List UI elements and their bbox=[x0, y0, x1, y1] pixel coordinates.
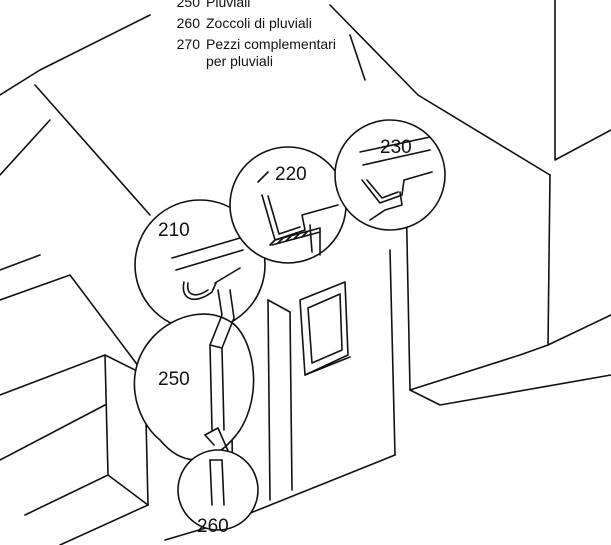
downpipe-region bbox=[133, 289, 255, 461]
legend-item-260: 260 Zoccoli di pluviali bbox=[172, 15, 336, 32]
window bbox=[299, 281, 351, 376]
legend-item-250: 250 Pluviali bbox=[172, 0, 336, 11]
callout-210: 210 bbox=[158, 220, 190, 241]
callout-220: 220 bbox=[275, 164, 307, 185]
callout-230: 230 bbox=[380, 137, 412, 158]
legend-text: Pezzi complementari per pluviali bbox=[206, 36, 336, 69]
callout-250: 250 bbox=[158, 369, 190, 390]
detail-circle-260 bbox=[177, 449, 259, 531]
legend-code: 270 bbox=[176, 36, 200, 52]
legend-item-270: 270 Pezzi complementari per pluviali bbox=[172, 36, 336, 70]
detail-circle-210 bbox=[134, 199, 266, 331]
legend-text: Zoccoli di pluviali bbox=[206, 15, 312, 31]
lower-left-structure bbox=[0, 274, 149, 545]
detail-circle-230 bbox=[334, 119, 446, 231]
legend-code: 250 bbox=[176, 0, 200, 10]
legend-text: Pluviali bbox=[206, 0, 251, 10]
left-roof bbox=[0, 14, 151, 271]
legend-code: 260 bbox=[176, 15, 200, 31]
legend: 250 Pluviali 260 Zoccoli di pluviali 270… bbox=[172, 0, 336, 74]
callout-260: 260 bbox=[197, 516, 229, 537]
